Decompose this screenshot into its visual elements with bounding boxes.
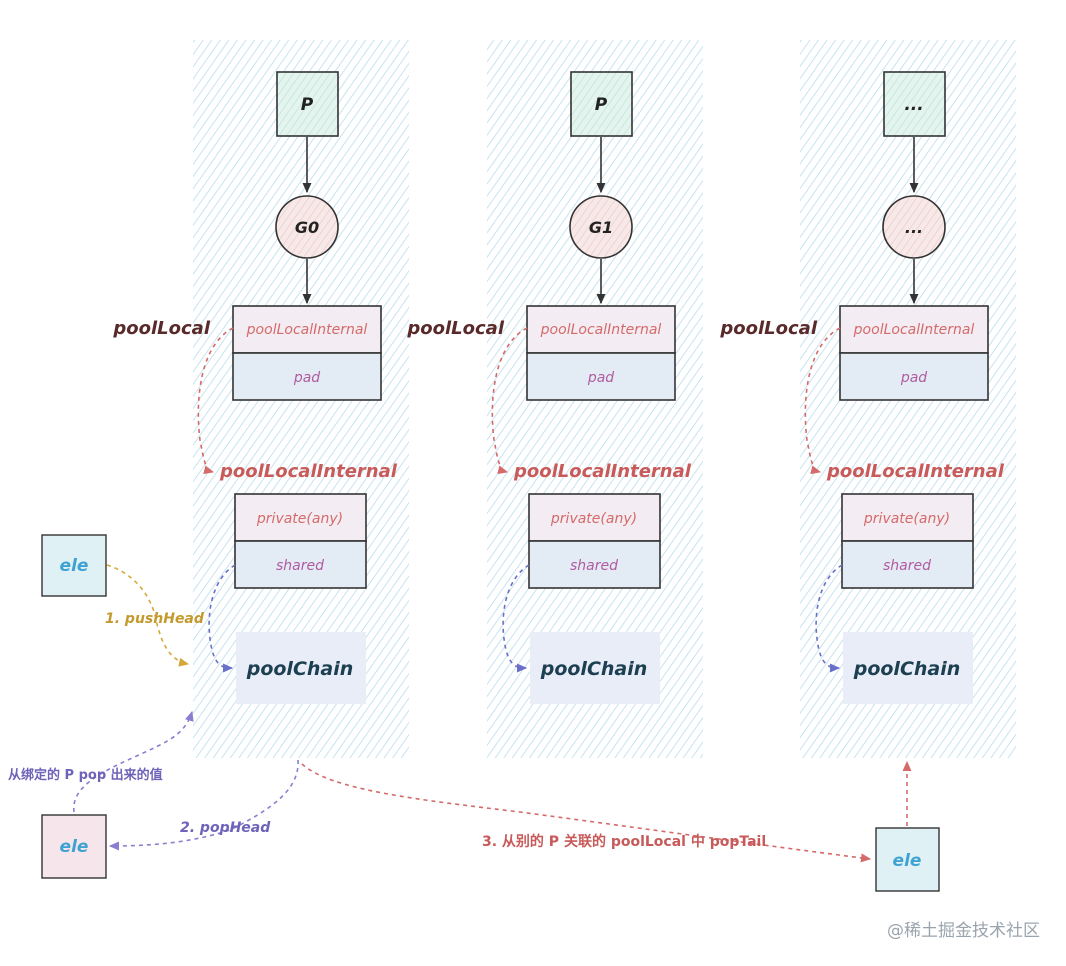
pop-head-label: 2. popHead	[180, 820, 271, 836]
poollocal-field-internal-label-0: poolLocalInternal	[246, 322, 368, 338]
poollocal-label-1: poolLocal	[406, 318, 504, 339]
internal-field-shared-label-2: shared	[883, 558, 931, 574]
ele-steal: ele	[875, 827, 940, 892]
internal-link-arrow-0	[197, 327, 234, 475]
ele-steal-label: ele	[893, 851, 922, 871]
poollocal-field-pad-label-2: pad	[900, 370, 927, 386]
pop-bound-arrow	[73, 710, 194, 813]
internal-field-private-2	[841, 493, 974, 542]
g-circle-2	[882, 195, 946, 259]
pop-bound-note: 从绑定的 P pop 出来的值	[8, 767, 163, 783]
poollocal-field-pad-2	[839, 352, 989, 401]
ele-push-label: ele	[60, 556, 89, 576]
p-label-1: P	[595, 95, 608, 115]
internal-label-2: poolLocalInternal	[826, 461, 1005, 482]
pop-head-arrow	[108, 759, 299, 851]
p-box-0	[276, 71, 339, 137]
poollocal-field-pad-1	[526, 352, 676, 401]
poollocal-field-pad-label-0: pad	[293, 370, 320, 386]
poollocal-label-2: poolLocal	[719, 318, 817, 339]
poollocal-field-internal-label-2: poolLocalInternal	[853, 322, 975, 338]
internal-field-shared-label-0: shared	[276, 558, 324, 574]
internal-label-0: poolLocalInternal	[219, 461, 398, 482]
ele-pop-box	[41, 814, 107, 879]
g-label-0: G0	[295, 218, 319, 237]
internal-link-arrow-1	[491, 327, 528, 475]
column-1: P G1 poolLocal poolLocalInternal pad poo…	[406, 40, 703, 758]
internal-link-arrow-2	[804, 327, 841, 475]
pop-tail-arrow	[301, 763, 872, 863]
internal-label-1: poolLocalInternal	[513, 461, 692, 482]
internal-field-private-0	[234, 493, 367, 542]
internal-field-shared-label-1: shared	[570, 558, 618, 574]
g-circle-0	[275, 195, 339, 259]
internal-field-private-label-1: private(any)	[550, 511, 637, 527]
poollocal-label-0: poolLocal	[112, 318, 210, 339]
ele-steal-box	[875, 827, 940, 892]
g-label-2: ...	[905, 218, 923, 237]
poolchain-label-2: poolChain	[853, 658, 961, 680]
internal-field-shared-0	[234, 540, 367, 589]
g-label-1: G1	[589, 218, 613, 237]
poollocal-field-pad-0	[232, 352, 382, 401]
internal-field-shared-2	[841, 540, 974, 589]
column-0: P G0 poolLocal poolLocalInternal pad poo…	[112, 40, 409, 758]
ele-push: ele	[41, 534, 107, 597]
pop-tail-label: 3. 从别的 P 关联的 poolLocal 中 popTail	[482, 833, 766, 850]
p-label-0: P	[301, 95, 314, 115]
poollocal-field-internal-label-1: poolLocalInternal	[540, 322, 662, 338]
push-head-arrow	[106, 564, 190, 667]
ele-pop: ele	[41, 814, 107, 879]
chain-link-arrow-0	[208, 564, 236, 673]
chain-link-arrow-1	[502, 564, 530, 673]
ele-push-box	[41, 534, 107, 597]
poolchain-box-2	[843, 632, 973, 704]
poolchain-box-1	[530, 632, 660, 704]
p-box-1	[570, 71, 633, 137]
p-box-2	[883, 71, 946, 137]
column-2: ... ... poolLocal poolLocalInternal pad …	[719, 40, 1016, 758]
internal-field-shared-1	[528, 540, 661, 589]
poollocal-field-pad-label-1: pad	[587, 370, 614, 386]
g-circle-1	[569, 195, 633, 259]
p-label-2: ...	[904, 95, 923, 115]
internal-field-private-label-2: private(any)	[863, 511, 950, 527]
poolchain-label-0: poolChain	[246, 658, 354, 680]
ele-pop-label: ele	[60, 837, 89, 857]
poolchain-box-0	[236, 632, 366, 704]
watermark: @稀土掘金技术社区	[887, 921, 1040, 941]
poolchain-label-1: poolChain	[540, 658, 648, 680]
push-head-label: 1. pushHead	[105, 611, 205, 627]
poollocal-field-internal-2	[839, 305, 989, 354]
internal-field-private-label-0: private(any)	[256, 511, 343, 527]
chain-link-arrow-2	[815, 564, 843, 673]
